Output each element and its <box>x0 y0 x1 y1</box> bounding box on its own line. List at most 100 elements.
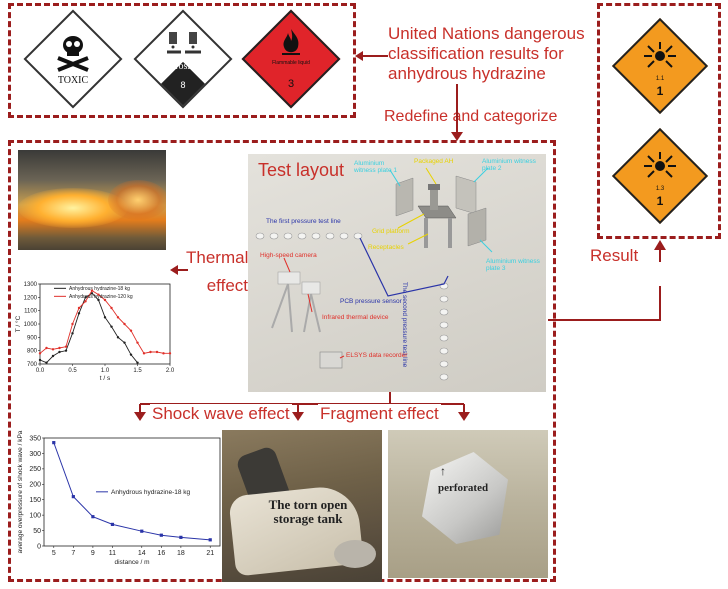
test-layout-scene <box>255 167 493 381</box>
data-point <box>129 353 133 356</box>
classification-box <box>8 3 356 118</box>
data-point <box>129 329 133 332</box>
perforation-arrow-icon: ↑ <box>440 464 446 478</box>
x-tick-label: 5 <box>52 550 56 557</box>
packaged-ah-label: Packaged AH <box>414 158 454 165</box>
data-point <box>208 538 212 542</box>
explosive-label-1-3: 1.3 1 <box>611 127 709 225</box>
classification-title: United Nations dangerous classification … <box>388 24 585 84</box>
data-point <box>91 515 95 519</box>
division-1-1-text: 1.1 <box>655 76 665 82</box>
data-point <box>136 361 139 364</box>
data-point <box>84 300 87 303</box>
explosion-icon <box>644 42 676 68</box>
thermal-label-line-2: effect <box>206 276 248 295</box>
data-point <box>110 522 115 526</box>
data-point <box>97 293 100 296</box>
data-point <box>84 296 87 299</box>
infrared-device-label: Infrared thermal device <box>322 314 389 321</box>
data-point <box>77 312 81 315</box>
x-tick-label: 14 <box>138 550 146 557</box>
classification-title-line-2: classification results for <box>388 44 564 63</box>
data-point <box>140 529 144 533</box>
x-tick-label: 2.0 <box>166 368 175 374</box>
corrosives-number: 8 <box>180 80 186 90</box>
shock-wave-label: Shock wave effect <box>150 404 292 424</box>
data-point <box>71 332 74 335</box>
y-tick-label: 1300 <box>24 282 38 288</box>
perforated-tank-photo: perforated ↑ <box>388 430 548 578</box>
legend-label: Anhydrous hydrazine-120 kg <box>69 294 133 300</box>
test-layout-panel: Test layout <box>248 154 546 392</box>
division-1-3-text: 1.3 <box>655 186 665 192</box>
perforated-caption: perforated <box>438 482 489 494</box>
data-point <box>136 341 139 344</box>
data-point <box>123 341 126 344</box>
y-tick-label: 800 <box>27 349 38 355</box>
legend-label: Anhydrous hydrazine-18 kg <box>69 286 130 292</box>
aluminium-plate-2-label: Aluminium witness plate 2 <box>482 158 536 172</box>
data-point <box>58 350 61 354</box>
thermal-label-line-1: Thermal <box>186 248 249 267</box>
series-line-1 <box>53 442 211 541</box>
y-tick-label: 250 <box>29 466 41 473</box>
y-tick-label: 1000 <box>24 322 38 328</box>
explosion-icon <box>644 152 676 178</box>
x-tick-label: 0.0 <box>36 368 45 374</box>
data-point <box>103 298 107 302</box>
result-label: Result <box>588 246 641 266</box>
arrow-to-classification <box>355 51 388 61</box>
y-tick-label: 150 <box>29 497 41 504</box>
y-axis-label: average overpressure of shock wave / kPa <box>17 430 24 553</box>
elsys-recorder-label: ELSYS data recorder <box>346 352 408 359</box>
aluminium-plate-1-label: Aluminium witness plate 1 <box>354 160 397 174</box>
pcb-sensor-label: PCB pressure sensor <box>340 298 402 305</box>
y-tick-label: 50 <box>33 528 41 535</box>
data-point <box>90 292 94 295</box>
explosive-label-1-1: 1.1 1 <box>611 17 709 115</box>
y-tick-label: 300 <box>29 451 41 458</box>
toxic-label-sign: TOXIC <box>22 8 124 110</box>
data-point <box>77 306 81 310</box>
receptacles-label: Receptacles <box>368 244 404 251</box>
data-point <box>116 316 120 319</box>
y-tick-label: 1100 <box>24 309 38 315</box>
data-point <box>45 346 48 350</box>
arrow-redefine-down <box>451 84 463 141</box>
x-axis-label: distance / m <box>114 559 149 566</box>
torn-tank-caption: The torn open storage tank <box>258 498 358 526</box>
x-tick-label: 1.0 <box>101 368 110 374</box>
legend-label: Anhydrous hydrazine-18 kg <box>111 489 191 496</box>
result-box <box>597 3 721 239</box>
x-tick-label: 0.5 <box>68 368 77 374</box>
y-axis-label: T / °C <box>14 315 22 332</box>
flammable-text: Flammable liquid <box>272 60 310 66</box>
x-tick-label: 1.5 <box>133 368 142 374</box>
y-tick-label: 350 <box>29 435 41 442</box>
flammable-number: 3 <box>287 78 295 90</box>
x-tick-label: 21 <box>206 550 214 557</box>
thermal-effect-label: Thermal effect <box>186 244 248 300</box>
data-point <box>110 306 113 310</box>
data-point <box>162 352 165 355</box>
data-point <box>52 441 56 445</box>
data-point <box>103 316 107 319</box>
data-point <box>110 325 113 328</box>
data-point <box>64 345 68 348</box>
data-point <box>149 350 152 354</box>
series-line-1 <box>39 292 138 364</box>
x-tick-label: 18 <box>177 550 185 557</box>
data-point <box>97 298 100 302</box>
y-tick-label: 1200 <box>24 295 38 301</box>
data-point <box>159 533 163 537</box>
data-point <box>64 349 68 352</box>
data-point <box>155 350 159 354</box>
explosion-photo <box>18 150 166 250</box>
y-tick-label: 0 <box>37 543 41 550</box>
fragment-label: Fragment effect <box>318 404 441 424</box>
y-tick-label: 100 <box>29 512 41 519</box>
flammable-label-sign: Flammable liquid 3 <box>240 8 342 110</box>
data-point <box>58 346 61 350</box>
classification-title-line-1: United Nations dangerous <box>388 24 585 43</box>
x-tick-label: 7 <box>71 550 75 557</box>
